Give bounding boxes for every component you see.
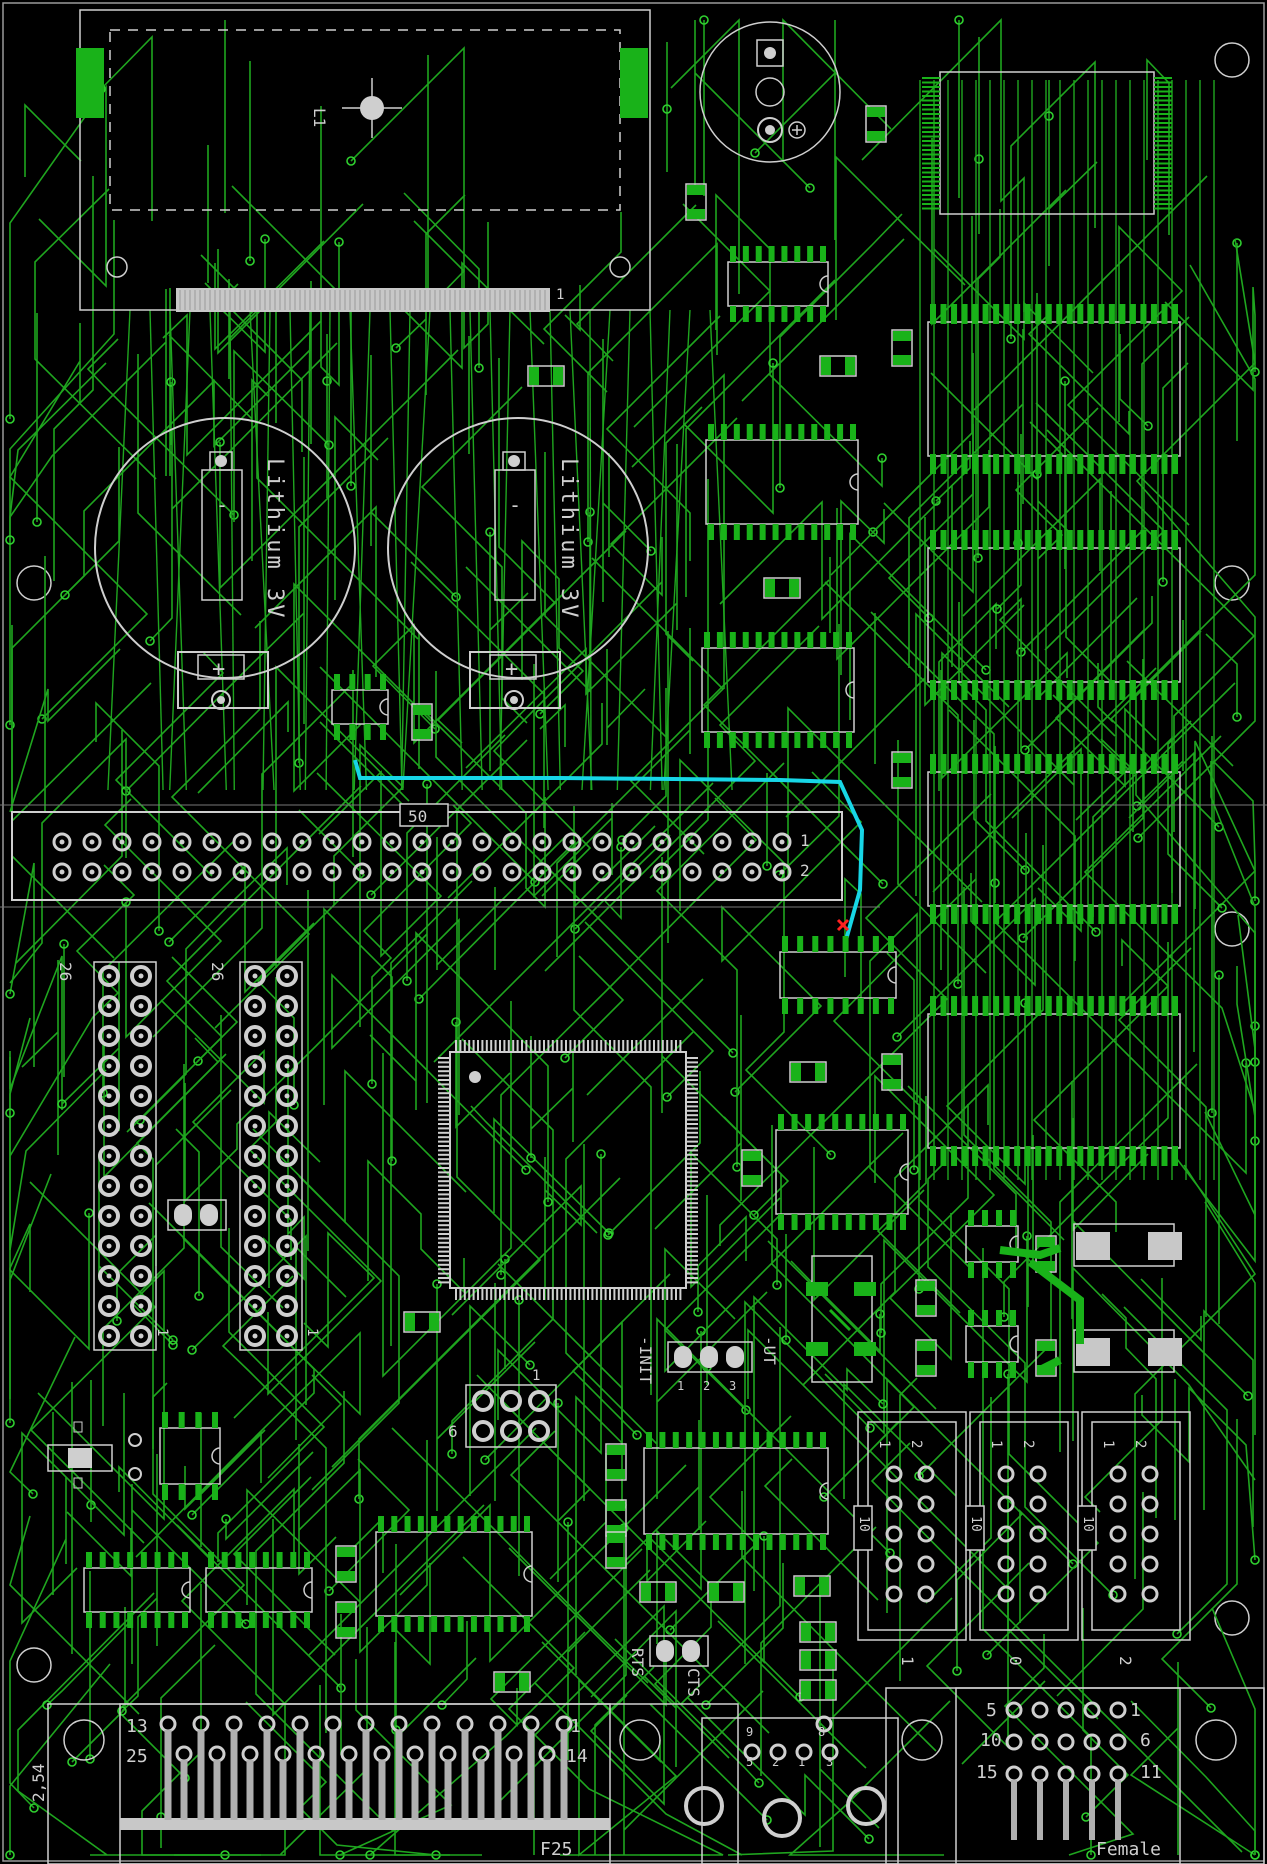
box-header-a: 1 2 10 1	[853, 1411, 967, 1666]
lcd-mount-pad-left	[76, 48, 104, 118]
dsub9-9: 9	[746, 1725, 753, 1739]
rts-cts-jumper: RTS CTS	[628, 1635, 709, 1697]
ribbon-header-50: 50 1 2	[0, 803, 1267, 908]
box-c-pin1: 1	[1100, 1440, 1116, 1448]
jumper-1-label: 1	[677, 1379, 684, 1393]
lcd-mount-pad-right	[620, 48, 648, 118]
db25-14-label: 14	[566, 1746, 588, 1767]
db15-10: 10	[980, 1730, 1002, 1751]
header-left-bottom-label: 1	[154, 1328, 170, 1336]
relay	[806, 1255, 876, 1383]
box-b-pin2: 2	[1020, 1440, 1036, 1448]
box-a-id: 1	[898, 1656, 917, 1666]
db15-5: 5	[986, 1700, 997, 1721]
passives	[167, 105, 1057, 1701]
highlight-trace	[353, 759, 865, 941]
small-header-pin1: 1	[532, 1368, 540, 1384]
rts-label: RTS	[628, 1648, 647, 1677]
jumper-init-label: -INIT	[636, 1336, 655, 1385]
header-26-mid: 26 1	[208, 961, 320, 1351]
db25-13-label: 13	[126, 1716, 148, 1737]
battery-right-minus: -	[509, 493, 521, 517]
highlight-marker	[836, 918, 850, 932]
battery-left: - Lithium 3V +	[94, 417, 356, 710]
db25-name-label: F25	[540, 1839, 573, 1860]
battery-left-plus: +	[212, 657, 225, 682]
box-b-id: 0	[1006, 1656, 1025, 1666]
small-header-pin6: 6	[448, 1422, 458, 1441]
battery-right-plus: +	[505, 657, 518, 682]
ic-packages	[83, 71, 1181, 1632]
box-c-pin10: 10	[1080, 1516, 1095, 1532]
db25-connector: 13 25 1 14 F25 2,54	[29, 1703, 739, 1864]
header-26-left: 26 1	[56, 961, 170, 1351]
ribbon-pin2-label: 2	[800, 861, 810, 880]
box-b-pin1: 1	[988, 1440, 1004, 1448]
capacitors-right	[999, 1223, 1182, 1374]
db15-11: 11	[1140, 1762, 1162, 1783]
box-header-c: 1 2 10 2	[1077, 1411, 1191, 1666]
battery-right-label: Lithium 3V	[556, 458, 581, 620]
box-c-pin2: 2	[1132, 1440, 1148, 1448]
box-c-id: 2	[1116, 1656, 1135, 1666]
pitch-label: 2,54	[29, 1763, 48, 1802]
lcd-pin1-label: 1	[556, 287, 564, 303]
dsub9-5: 5	[746, 1755, 753, 1769]
db15-name-label: Female	[1096, 1839, 1161, 1860]
db15-15: 15	[976, 1762, 998, 1783]
jumper-2-label: 2	[703, 1379, 710, 1393]
dsub9-connector: 9 5 2 1 3 8 6	[684, 1715, 899, 1864]
mcu-qfp	[438, 1040, 698, 1300]
lcd-module: L1 1	[76, 9, 651, 312]
jumper-ut-label: -UT	[760, 1336, 779, 1365]
ribbon-pins	[52, 832, 792, 882]
flex-connector-lines	[179, 290, 546, 310]
battery-left-label: Lithium 3V	[262, 458, 287, 620]
ribbon-pin1-label: 1	[800, 831, 810, 850]
mounting-holes	[16, 42, 1250, 1683]
dsub9-1: 1	[798, 1755, 805, 1769]
battery-left-minus: -	[216, 493, 228, 517]
ribbon-count-label: 50	[408, 807, 427, 826]
lcd-flex-connector	[176, 288, 550, 312]
header-left-top-label: 26	[56, 962, 75, 981]
jumper-block: -INIT -UT 1 2 3	[636, 1336, 779, 1393]
crystal-left	[47, 1421, 142, 1489]
box-a-pin1: 1	[876, 1440, 892, 1448]
db15-1: 1	[1130, 1700, 1141, 1721]
cts-label: CTS	[684, 1668, 703, 1697]
buzzer	[699, 21, 841, 163]
dsub9-3: 3	[826, 1755, 833, 1769]
dsub9-2: 2	[772, 1755, 779, 1769]
box-b-pin10: 10	[968, 1516, 983, 1532]
header-6pin: 1 6	[448, 1368, 557, 1448]
battery-right: - Lithium 3V +	[387, 417, 649, 710]
box-a-pin10: 10	[856, 1516, 871, 1532]
box-a-pin2: 2	[908, 1440, 924, 1448]
db15-female-connector: 5 1 10 6 15 11 Female	[885, 1687, 1265, 1864]
db25-25-label: 25	[126, 1746, 148, 1767]
jumper-3-label: 3	[729, 1379, 736, 1393]
dsub9-8: 8	[818, 1725, 825, 1739]
header-mid-bottom-label: 1	[304, 1328, 320, 1336]
db25-1-label: 1	[570, 1716, 581, 1737]
header-mid-top-label: 26	[208, 962, 227, 981]
lcd-ref-label: L1	[310, 108, 329, 127]
db15-6: 6	[1140, 1730, 1151, 1751]
